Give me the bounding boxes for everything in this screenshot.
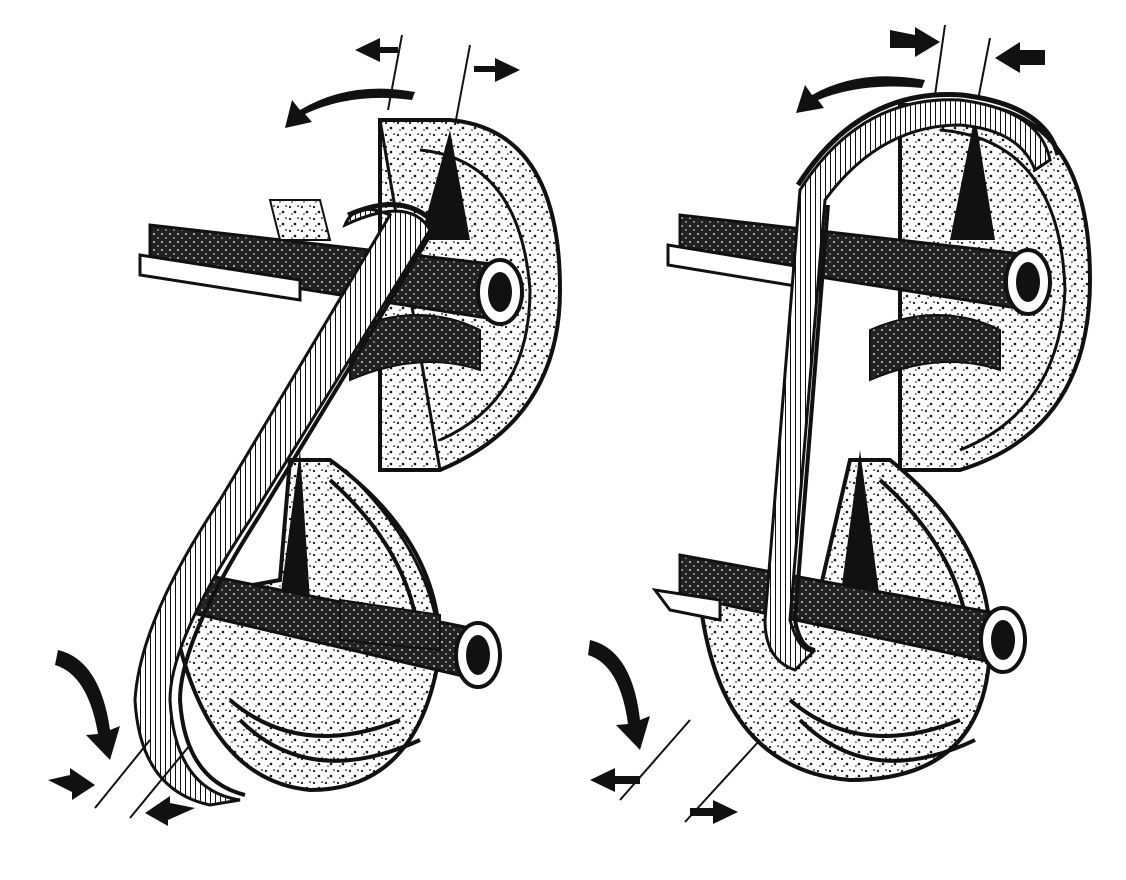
left-top-gap-indicator: [285, 34, 520, 128]
right-rotation-arrow-icon: [796, 76, 925, 113]
left-top-arrow-left-icon: [355, 38, 398, 62]
right-panel: [588, 24, 1093, 824]
left-bottom-arrow-in-icon: [48, 768, 95, 800]
left-v-belt: [133, 202, 438, 807]
right-top-gap-indicator: [796, 24, 1045, 113]
right-v-belt: [763, 92, 1061, 672]
right-bottom-arrow-right-icon: [690, 800, 738, 824]
right-lower-shaft: [651, 553, 1027, 674]
left-lower-rotation-arrow-icon: [55, 650, 120, 760]
left-rotation-arrow-icon: [285, 88, 415, 128]
left-upper-shaft: [138, 199, 524, 326]
left-top-arrow-right-icon: [474, 58, 520, 82]
left-lower-shaft: [178, 568, 502, 689]
left-bottom-gap-indicator: [48, 650, 195, 826]
right-bottom-gap-indicator: [588, 640, 761, 824]
right-upper-shaft: [666, 213, 1052, 316]
right-bottom-arrow-left-icon: [590, 768, 640, 792]
right-top-arrow-in2-icon: [995, 42, 1045, 73]
right-lower-rotation-arrow-icon: [588, 640, 650, 750]
left-bottom-arrow-in2-icon: [145, 796, 195, 826]
right-top-arrow-in-icon: [890, 27, 940, 57]
left-panel: [48, 34, 563, 826]
